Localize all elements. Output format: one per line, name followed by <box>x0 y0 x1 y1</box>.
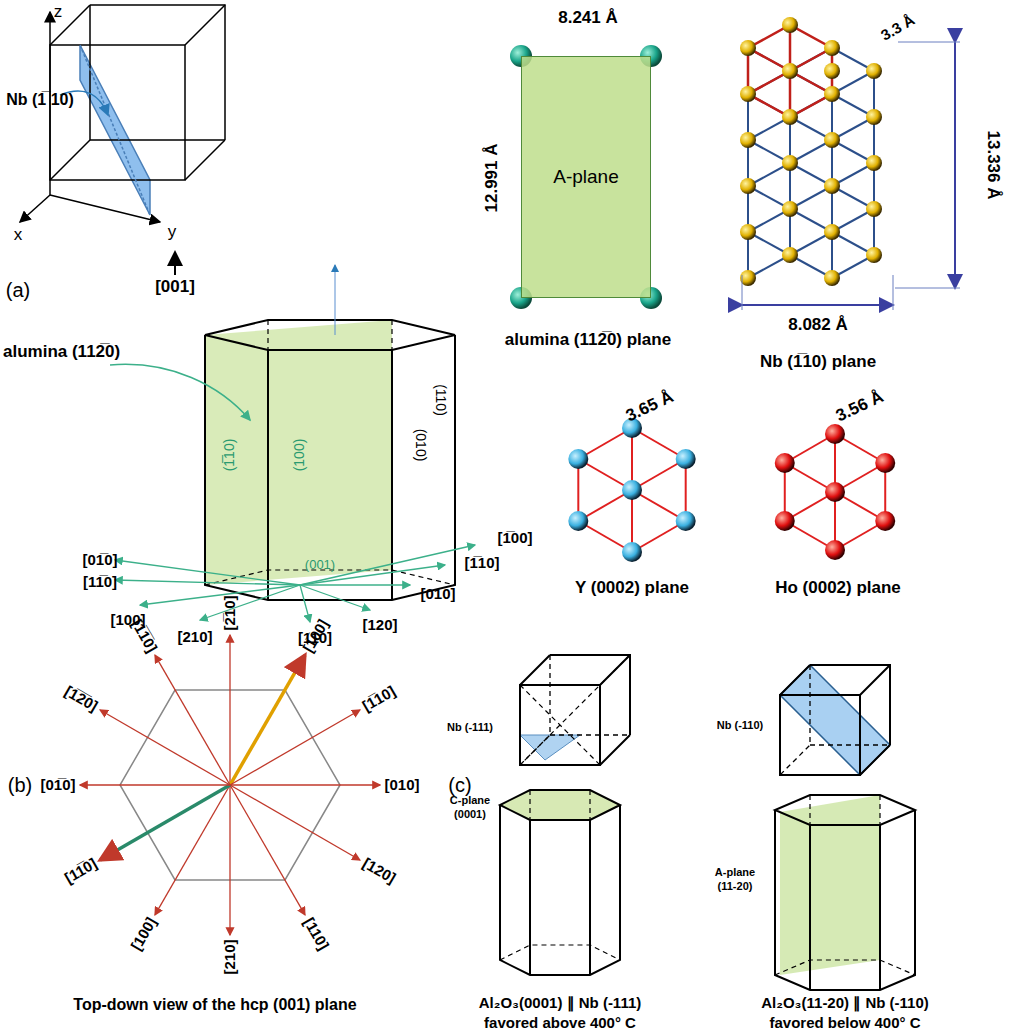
figure-label: 3.56 Å <box>833 388 886 426</box>
figure-label: (a) <box>6 279 30 301</box>
figure-label: Y (0002) plane <box>575 579 689 598</box>
figure-label: (100) <box>292 439 307 472</box>
figure-label: (c) <box>448 774 471 796</box>
figure-label: [100] <box>128 915 160 954</box>
figure-label: (0001) <box>454 808 486 820</box>
figure-label: (b) <box>8 774 32 796</box>
figure-label: Nb (1̅10) plane <box>760 353 876 372</box>
figure-label: [1̅2̅0] <box>62 683 101 715</box>
figure-label: z <box>54 3 63 22</box>
figure-label: 13.336 Å <box>984 131 1003 200</box>
figure-label: [210] <box>222 939 239 974</box>
figure-label: (1̅10) <box>222 439 237 472</box>
figure-label: x <box>14 226 23 245</box>
figure-label: [01̅0] <box>40 777 75 794</box>
figure-label: Al₂O₃(11-20) ∥ Nb (-110) <box>761 995 928 1012</box>
figure-label: Nb (-111) <box>447 721 493 733</box>
figure-label: 8.241 Å <box>558 9 618 28</box>
figure-label: (001) <box>305 558 335 572</box>
figure-label: [110] <box>300 915 331 953</box>
figure-label: (110) <box>432 384 447 416</box>
figure-label: favored above 400° C <box>484 1015 636 1032</box>
figure-label: [120] <box>362 617 397 634</box>
figure-label: [120] <box>360 855 399 887</box>
figure-label: 3.3 Å <box>878 12 917 44</box>
figure-label: A-plane <box>715 866 755 878</box>
a-plane-rect: A-plane <box>521 56 651 298</box>
figure-label: (11-20) <box>718 880 753 892</box>
figure-label: alumina (112̅0) <box>3 343 120 362</box>
figure-label: [2̅10] <box>222 595 239 630</box>
figure-label: alumina (112̅0) plane <box>505 331 671 350</box>
figure-label: [210] <box>177 629 212 646</box>
figure-label: (010) <box>412 429 427 462</box>
figure-label: C-plane <box>450 794 490 806</box>
figure-label: [11̅0] <box>62 855 100 886</box>
figure-label: Nb (-110) <box>717 719 763 731</box>
figure-label: [01̅0] <box>82 552 117 569</box>
figure-label: 12.991 Å <box>483 144 502 213</box>
figure-label: [11̅0] <box>83 574 117 591</box>
figure-label: 8.082 Å <box>788 316 848 335</box>
figure-label: Ho (0002) plane <box>775 579 901 598</box>
figure-label: Nb (1̅ 10) <box>6 91 74 109</box>
figure-label: [1̅10] <box>360 683 399 715</box>
figure-label: [010] <box>420 586 455 603</box>
figure-label: Al₂O₃(0001) ∥ Nb (-111) <box>479 995 641 1012</box>
figure-label: favored below 400° C <box>769 1015 920 1032</box>
figure-label: 3.65 Å <box>623 388 676 426</box>
figure-label: [001] <box>155 278 195 297</box>
figure-label: [1̅00] <box>497 530 532 547</box>
figure-label: y <box>168 223 177 242</box>
plane-label: A-plane <box>553 166 619 188</box>
figure-label: [010] <box>384 777 419 794</box>
figure-label: [1̅1̅0] <box>128 617 160 656</box>
figure-label: [1̅10] <box>464 555 499 572</box>
figure-label: Top-down view of the hcp (001) plane <box>73 996 356 1014</box>
